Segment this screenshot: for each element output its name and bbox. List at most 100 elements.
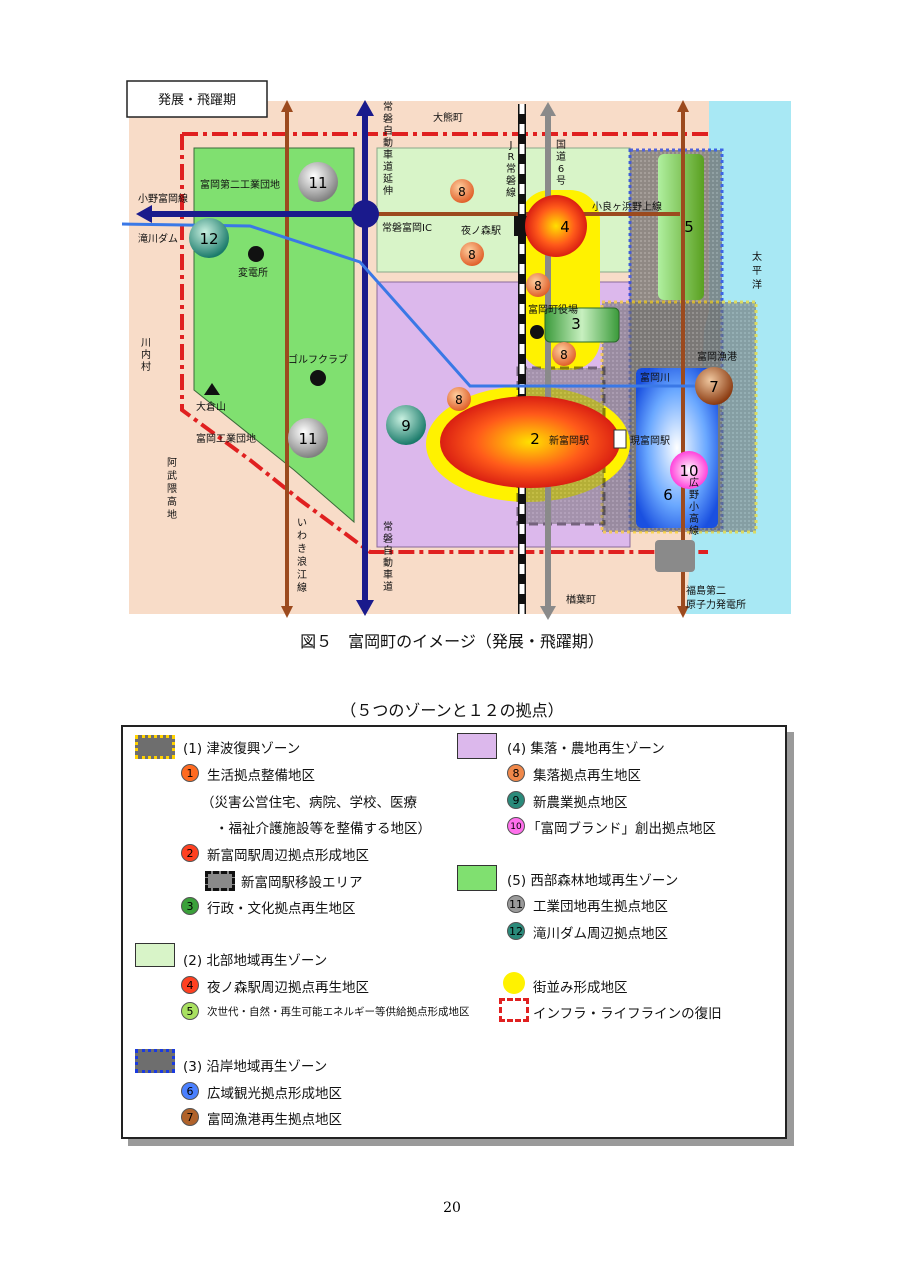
legend-zone3: (3) 沿岸地域再生ゾーン bbox=[183, 1059, 328, 1075]
legend-zone5: (5) 西部森林地域再生ゾーン bbox=[507, 873, 679, 889]
label-takigawa: 滝川ダム bbox=[138, 232, 178, 245]
phase-label: 発展・飛躍期 bbox=[158, 93, 236, 108]
marker-7-circle bbox=[695, 367, 733, 405]
legend-item6-icon: 6 bbox=[181, 1082, 199, 1100]
legend-item1: 生活拠点整備地区 bbox=[207, 768, 315, 784]
zone2-new-station-area bbox=[440, 396, 620, 488]
legend-item1-note-a: （災害公営住宅、病院、学校、医療 bbox=[201, 795, 417, 811]
legend-item3: 行政・文化拠点再生地区 bbox=[207, 901, 356, 917]
marker-8-e: 8 bbox=[455, 393, 463, 407]
arrow-head bbox=[356, 600, 374, 616]
label-fishing-port: 富岡漁港 bbox=[697, 350, 737, 363]
label-new-station: 新富岡駅 bbox=[549, 434, 589, 447]
label-yonomori: 夜ノ森駅 bbox=[461, 224, 501, 237]
swatch-infra bbox=[499, 998, 529, 1022]
swatch-zone4 bbox=[457, 733, 497, 759]
marker-8-a: 8 bbox=[458, 185, 466, 199]
legend-item12: 滝川ダム周辺拠点地区 bbox=[533, 926, 668, 942]
marker-8-a-circle bbox=[450, 179, 474, 203]
town-hall-mark bbox=[530, 325, 544, 339]
legend-item9-icon: 9 bbox=[507, 791, 525, 809]
substation-mark bbox=[248, 246, 264, 262]
legend-zone2: (2) 北部地域再生ゾーン bbox=[183, 953, 328, 969]
legend-item5: 次世代・自然・再生可能エネルギー等供給拠点形成地区 bbox=[207, 1006, 470, 1018]
figure-caption: 図５ 富岡町のイメージ（発展・飛躍期） bbox=[300, 632, 604, 651]
legend-item11: 工業団地再生拠点地区 bbox=[533, 899, 668, 915]
marker-10: 10 bbox=[679, 462, 698, 480]
marker-8-b-circle bbox=[460, 242, 484, 266]
marker-10-circle bbox=[670, 451, 708, 489]
legend-item1-icon: 1 bbox=[181, 764, 199, 782]
okurayama-mark bbox=[204, 383, 220, 395]
swatch-townscape bbox=[503, 972, 525, 994]
label-koryoga: 小良ヶ浜野上線 bbox=[592, 200, 662, 213]
marker-8-b: 8 bbox=[468, 248, 476, 262]
phase-label-box bbox=[126, 80, 268, 118]
legend-box: (1) 津波復興ゾーン 1 生活拠点整備地区 （災害公営住宅、病院、学校、医療 … bbox=[121, 725, 787, 1139]
marker-5: 5 bbox=[684, 218, 694, 236]
legend-item7-icon: 7 bbox=[181, 1108, 199, 1126]
fukushima-2-plant-mark bbox=[655, 540, 695, 572]
marker-3: 3 bbox=[571, 315, 581, 333]
legend-zone4: (4) 集落・農地再生ゾーン bbox=[507, 741, 665, 757]
label-current-station: 現富岡駅 bbox=[630, 434, 670, 447]
swatch-zone5 bbox=[457, 865, 497, 891]
zone4-yonomori-area bbox=[525, 195, 587, 257]
label-fukushima-2-line2: 原子力発電所 bbox=[686, 598, 746, 611]
town-map: 11 11 12 9 7 10 4 3 2 5 6 8 8 8 8 8 大熊町 … bbox=[121, 80, 791, 620]
marker-12-circle bbox=[189, 218, 229, 258]
legend-item9: 新農業拠点地区 bbox=[533, 795, 628, 811]
joban-ic-mark bbox=[351, 200, 379, 228]
marker-11-south-circle bbox=[288, 418, 328, 458]
legend-item8-icon: 8 bbox=[507, 764, 525, 782]
legend-item10-icon: 10 bbox=[507, 817, 525, 835]
legend-item6: 広域観光拠点形成地区 bbox=[207, 1086, 342, 1102]
arrow-head bbox=[677, 606, 689, 618]
infra-boundary bbox=[180, 132, 708, 554]
legend-item4: 夜ノ森駅周辺拠点再生地区 bbox=[207, 980, 369, 996]
marker-12: 12 bbox=[199, 230, 218, 248]
marker-6: 6 bbox=[663, 486, 673, 504]
marker-8-c: 8 bbox=[534, 279, 542, 293]
legend-item3-icon: 3 bbox=[181, 897, 199, 915]
label-tomioka-park: 富岡工業団地 bbox=[196, 432, 256, 445]
arrow-head bbox=[677, 100, 689, 112]
page-number: 20 bbox=[443, 1200, 461, 1216]
legend-item4-icon: 4 bbox=[181, 976, 199, 994]
label-tomioka-2nd-park: 富岡第二工業団地 bbox=[200, 178, 280, 191]
legend-relocation: 新富岡駅移設エリア bbox=[241, 875, 363, 891]
zone6-tourism-area bbox=[636, 368, 718, 528]
label-hirono-line: 広野小高線 bbox=[689, 476, 699, 537]
label-pacific: 太平洋 bbox=[752, 250, 762, 291]
marker-11-south: 11 bbox=[298, 430, 317, 448]
marker-8-e-circle bbox=[447, 387, 471, 411]
legend-item2-icon: 2 bbox=[181, 844, 199, 862]
marker-8-d: 8 bbox=[560, 348, 568, 362]
arrow-head bbox=[136, 205, 152, 223]
label-golf: ゴルフクラブ bbox=[288, 353, 348, 366]
marker-8-c-circle bbox=[526, 273, 550, 297]
marker-9: 9 bbox=[401, 417, 411, 435]
label-okurayama: 大倉山 bbox=[196, 400, 226, 413]
label-joban-exp: 常磐自動車道 bbox=[383, 520, 393, 593]
arrow-head bbox=[281, 606, 293, 618]
legend-item12-icon: 12 bbox=[507, 922, 525, 940]
swatch-relocation bbox=[205, 871, 235, 891]
label-joban-ic: 常磐富岡IC bbox=[382, 221, 432, 234]
swatch-zone2 bbox=[135, 943, 175, 967]
label-iwaki-namie: いわき浪江線 bbox=[297, 518, 307, 594]
legend-item11-icon: 11 bbox=[507, 895, 525, 913]
marker-2: 2 bbox=[530, 430, 540, 448]
swatch-zone1 bbox=[135, 735, 175, 759]
label-substation: 変電所 bbox=[238, 266, 268, 279]
legend-item7: 富岡漁港再生拠点地区 bbox=[207, 1112, 342, 1128]
legend-item2: 新富岡駅周辺拠点形成地区 bbox=[207, 848, 369, 864]
label-naraha: 楢葉町 bbox=[566, 593, 596, 606]
marker-8-d-circle bbox=[552, 342, 576, 366]
label-tomioka-river: 富岡川 bbox=[640, 371, 670, 384]
arrow-head bbox=[540, 606, 556, 620]
marker-7: 7 bbox=[709, 378, 719, 396]
